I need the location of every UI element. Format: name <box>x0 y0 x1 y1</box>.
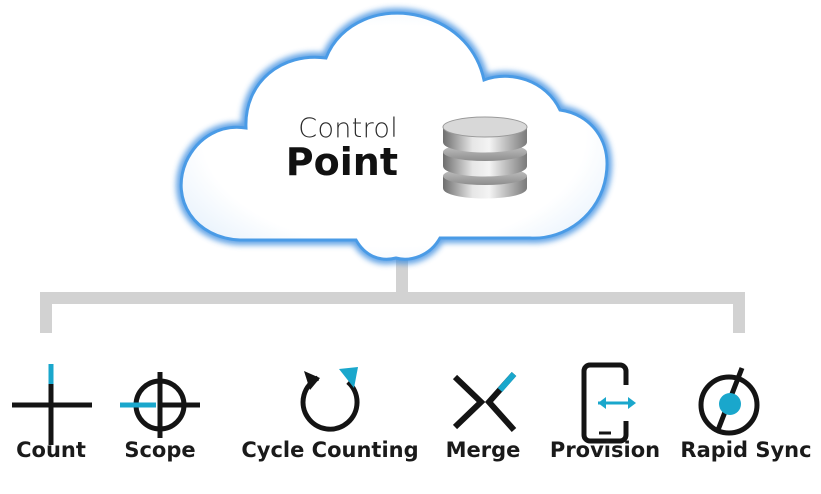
label-count: Count <box>16 438 86 462</box>
title-line-point: Point <box>285 140 398 184</box>
title-line-control: Control <box>298 113 398 144</box>
merge-chevrons-icon <box>452 372 517 432</box>
crosshair-plus-icon <box>12 364 92 445</box>
label-merge: Merge <box>445 438 521 462</box>
phone-transfer-icon <box>581 362 636 444</box>
rapid-sync-dial-icon <box>698 367 760 436</box>
label-provision: Provision <box>549 438 661 462</box>
connector-lines <box>40 258 745 333</box>
label-cycle-counting: Cycle Counting <box>241 438 419 462</box>
label-rapid-sync: Rapid Sync <box>680 438 812 462</box>
cloud-title: Control Point <box>258 113 398 184</box>
label-scope: Scope <box>124 438 196 462</box>
target-scope-icon <box>120 372 200 438</box>
database-icon <box>442 116 528 199</box>
cycle-arrow-icon <box>300 367 360 432</box>
